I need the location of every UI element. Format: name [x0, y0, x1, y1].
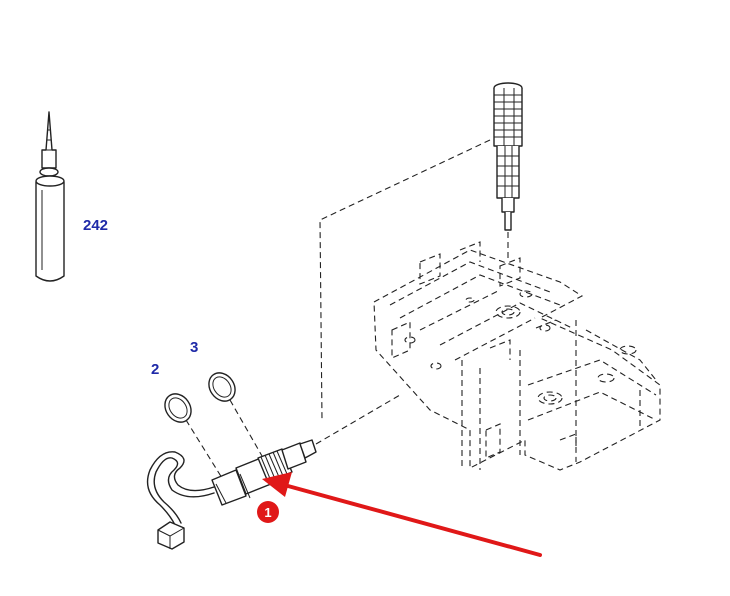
label-242: 242 — [83, 217, 108, 234]
injector-lower — [211, 439, 317, 506]
o-ring-3 — [208, 372, 236, 402]
cylinder-head — [373, 241, 661, 471]
fuel-pipe — [146, 451, 215, 550]
badge-1-label: 1 — [264, 505, 271, 520]
injector-upper — [493, 82, 523, 231]
callout-badge-1: 1 — [257, 501, 279, 523]
sealant-tube — [35, 111, 65, 282]
o-ring-2 — [164, 393, 192, 423]
label-2: 2 — [151, 361, 159, 378]
label-3: 3 — [190, 339, 198, 356]
callout-arrow — [262, 472, 542, 557]
